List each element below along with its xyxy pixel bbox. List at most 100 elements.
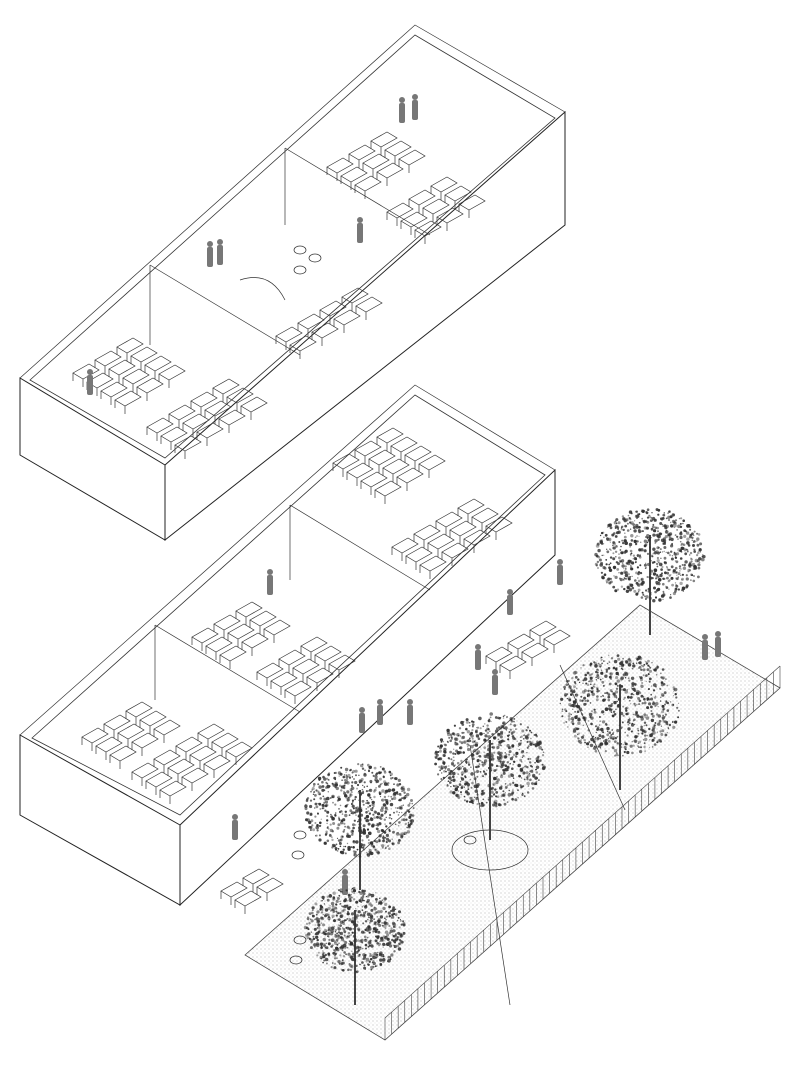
foliage-dot xyxy=(583,702,587,706)
foliage-dot xyxy=(335,957,338,960)
foliage-dot xyxy=(632,687,636,691)
foliage-dot xyxy=(398,783,402,786)
foliage-dot xyxy=(607,740,611,743)
foliage-dot xyxy=(368,766,370,768)
foliage-dot xyxy=(641,580,645,585)
foliage-dot xyxy=(384,805,387,807)
foliage-dot xyxy=(604,739,608,742)
foliage-dot xyxy=(662,718,665,721)
foliage-dot xyxy=(615,518,619,522)
foliage-dot xyxy=(457,790,459,792)
desk xyxy=(485,646,513,663)
foliage-dot xyxy=(391,921,396,925)
foliage-dot xyxy=(449,750,452,754)
foliage-dot xyxy=(467,788,470,790)
foliage-dot xyxy=(315,917,319,921)
desk xyxy=(95,736,123,753)
foliage-dot xyxy=(646,668,650,671)
foliage-dot xyxy=(634,520,636,522)
person-body xyxy=(407,705,413,725)
foliage-dot xyxy=(667,518,671,522)
foliage-dot xyxy=(598,716,601,718)
person-body xyxy=(557,565,563,585)
foliage-dot xyxy=(615,676,619,680)
foliage-dot xyxy=(388,790,391,793)
person-head xyxy=(399,97,405,103)
foliage-dot xyxy=(489,716,492,719)
foliage-dot xyxy=(638,662,640,664)
foliage-dot xyxy=(344,810,347,813)
foliage-dot xyxy=(659,548,662,551)
foliage-dot xyxy=(658,546,660,549)
foliage-dot xyxy=(353,958,357,962)
foliage-dot xyxy=(368,793,371,796)
foliage-dot xyxy=(340,821,344,825)
foliage-dot xyxy=(634,735,638,739)
foliage-dot xyxy=(681,578,683,581)
foliage-dot xyxy=(373,810,377,814)
desk xyxy=(463,529,491,546)
foliage-dot xyxy=(519,723,522,726)
foliage-dot xyxy=(673,514,675,516)
foliage-dot xyxy=(353,931,356,935)
foliage-dot xyxy=(321,907,324,910)
foliage-dot xyxy=(321,785,325,788)
foliage-dot xyxy=(372,961,376,966)
foliage-dot xyxy=(371,893,375,898)
foliage-dot xyxy=(495,802,498,805)
foliage-dot xyxy=(378,771,382,775)
foliage-dot xyxy=(587,689,590,693)
foliage-dot xyxy=(378,900,383,904)
foliage-dot xyxy=(482,775,484,778)
foliage-dot xyxy=(663,524,667,528)
foliage-dot xyxy=(486,752,490,757)
foliage-dot xyxy=(624,567,627,570)
foliage-dot xyxy=(572,671,577,675)
foliage-dot xyxy=(611,702,613,705)
foliage-dot xyxy=(331,846,334,849)
foliage-dot xyxy=(582,724,584,726)
foliage-dot xyxy=(654,695,657,697)
foliage-dot xyxy=(341,779,343,781)
foliage-dot xyxy=(322,951,325,955)
foliage-dot xyxy=(647,587,651,591)
foliage-dot xyxy=(697,551,700,555)
foliage-dot xyxy=(402,796,406,800)
foliage-dot xyxy=(574,715,578,720)
foliage-dot xyxy=(576,733,579,736)
foliage-dot xyxy=(362,911,366,915)
foliage-dot xyxy=(650,693,653,696)
foliage-dot xyxy=(511,745,514,748)
foliage-dot xyxy=(380,808,384,812)
foliage-dot xyxy=(342,830,345,833)
foliage-dot xyxy=(624,742,628,746)
foliage-dot xyxy=(470,766,472,768)
foliage-dot xyxy=(497,717,499,720)
foliage-dot xyxy=(602,698,606,702)
foliage-dot xyxy=(516,740,518,742)
foliage-dot xyxy=(317,783,320,786)
foliage-dot xyxy=(632,664,636,668)
foliage-dot xyxy=(635,510,638,513)
foliage-dot xyxy=(592,735,595,738)
foliage-dot xyxy=(339,850,343,854)
foliage-dot xyxy=(333,949,336,952)
foliage-dot xyxy=(670,524,674,528)
foliage-dot xyxy=(632,523,636,526)
foliage-dot xyxy=(689,554,691,556)
foliage-dot xyxy=(676,577,679,581)
foliage-dot xyxy=(318,834,321,837)
foliage-dot xyxy=(326,777,329,780)
foliage-dot xyxy=(351,786,355,790)
foliage-dot xyxy=(397,947,402,951)
foliage-dot xyxy=(521,756,524,759)
foliage-dot xyxy=(651,729,654,732)
foliage-dot xyxy=(612,731,615,734)
foliage-dot xyxy=(500,773,503,777)
foliage-dot xyxy=(482,798,485,801)
foliage-dot xyxy=(525,736,529,740)
foliage-dot xyxy=(404,822,407,826)
foliage-dot xyxy=(316,829,319,832)
foliage-dot xyxy=(352,846,355,849)
